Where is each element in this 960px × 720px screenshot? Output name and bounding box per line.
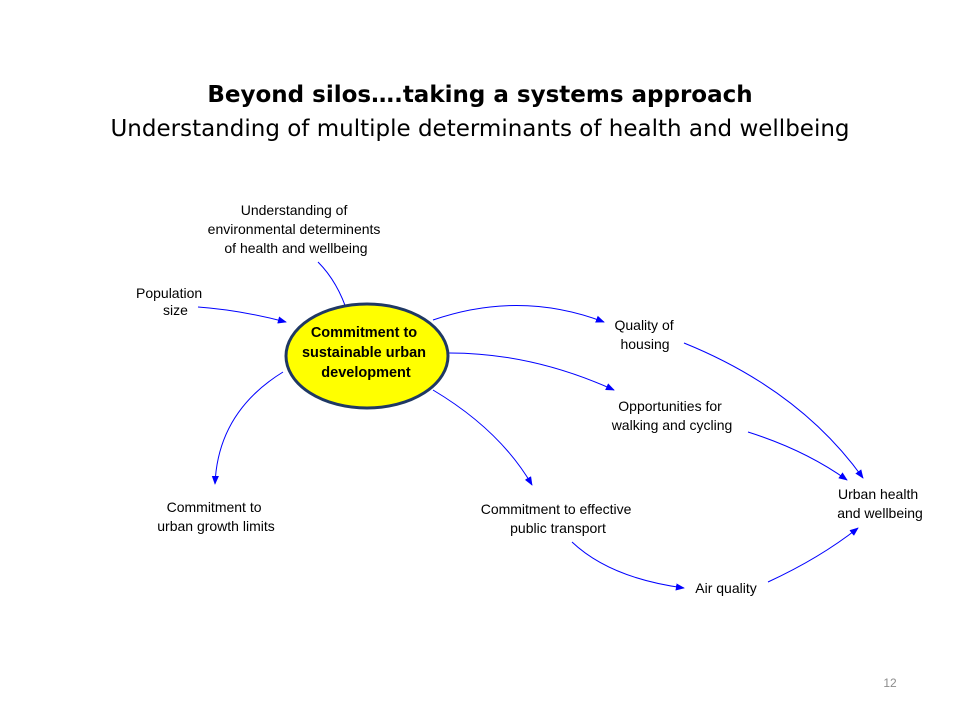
slide-title: Beyond silos….taking a systems approach (207, 82, 753, 108)
node-quality-housing-line-1: Quality of (614, 317, 673, 333)
link-transport-to-air-quality (571, 541, 685, 591)
node-opportunities-line-2: walking and cycling (611, 417, 733, 433)
node-air-quality: Air quality (695, 580, 756, 596)
link-commitment-to-growth-limits (211, 371, 284, 485)
node-understanding-line-2: environmental determinents (208, 221, 381, 237)
node-opportunities-line-1: Opportunities for (618, 398, 722, 414)
title-block: Beyond silos….taking a systems approach … (0, 78, 960, 146)
links (197, 261, 864, 591)
node-growth-limits: Commitment to urban growth limits (157, 499, 275, 534)
link-housing-to-urban-health (683, 342, 864, 479)
center-ellipse (284, 302, 450, 410)
node-population-line-2: size (163, 302, 188, 318)
link-commitment-to-public-transport (432, 389, 533, 486)
link-opportunities-to-urban-health (747, 431, 848, 481)
node-population-line-1: Population (136, 285, 202, 301)
link-air-quality-to-urban-health (767, 527, 859, 583)
slide-subtitle: Understanding of multiple determinants o… (110, 116, 850, 142)
node-public-transport-line-2: public transport (510, 520, 606, 536)
node-quality-housing-line-2: housing (620, 336, 669, 352)
node-population: Population size (136, 285, 206, 318)
node-air-quality-line-1: Air quality (695, 580, 756, 596)
link-commitment-to-opportunities (444, 352, 615, 391)
node-commitment-sustainable-line-2: sustainable urban (302, 345, 426, 361)
node-commitment-sustainable: Commitment to sustainable urban developm… (302, 325, 430, 381)
node-urban-health-line-1: Urban health (838, 486, 918, 502)
node-urban-health-line-2: and wellbeing (837, 505, 923, 521)
node-growth-limits-line-2: urban growth limits (157, 518, 275, 534)
link-commitment-to-housing (432, 305, 605, 323)
link-population-to-commitment (197, 306, 287, 324)
node-understanding-line-3: of health and wellbeing (224, 240, 367, 256)
node-opportunities: Opportunities for walking and cycling (611, 398, 733, 433)
node-commitment-sustainable-line-1: Commitment to (311, 325, 417, 341)
node-understanding: Understanding of environmental determine… (208, 202, 385, 256)
node-quality-housing: Quality of housing (614, 317, 677, 352)
node-commitment-sustainable-line-3: development (321, 365, 411, 381)
node-growth-limits-line-1: Commitment to (167, 499, 262, 515)
page-number: 12 (883, 676, 897, 690)
node-understanding-line-1: Understanding of (241, 202, 348, 218)
node-urban-health: Urban health and wellbeing (837, 486, 923, 521)
node-public-transport: Commitment to effective public transport (481, 501, 636, 536)
node-public-transport-line-1: Commitment to effective (481, 501, 632, 517)
